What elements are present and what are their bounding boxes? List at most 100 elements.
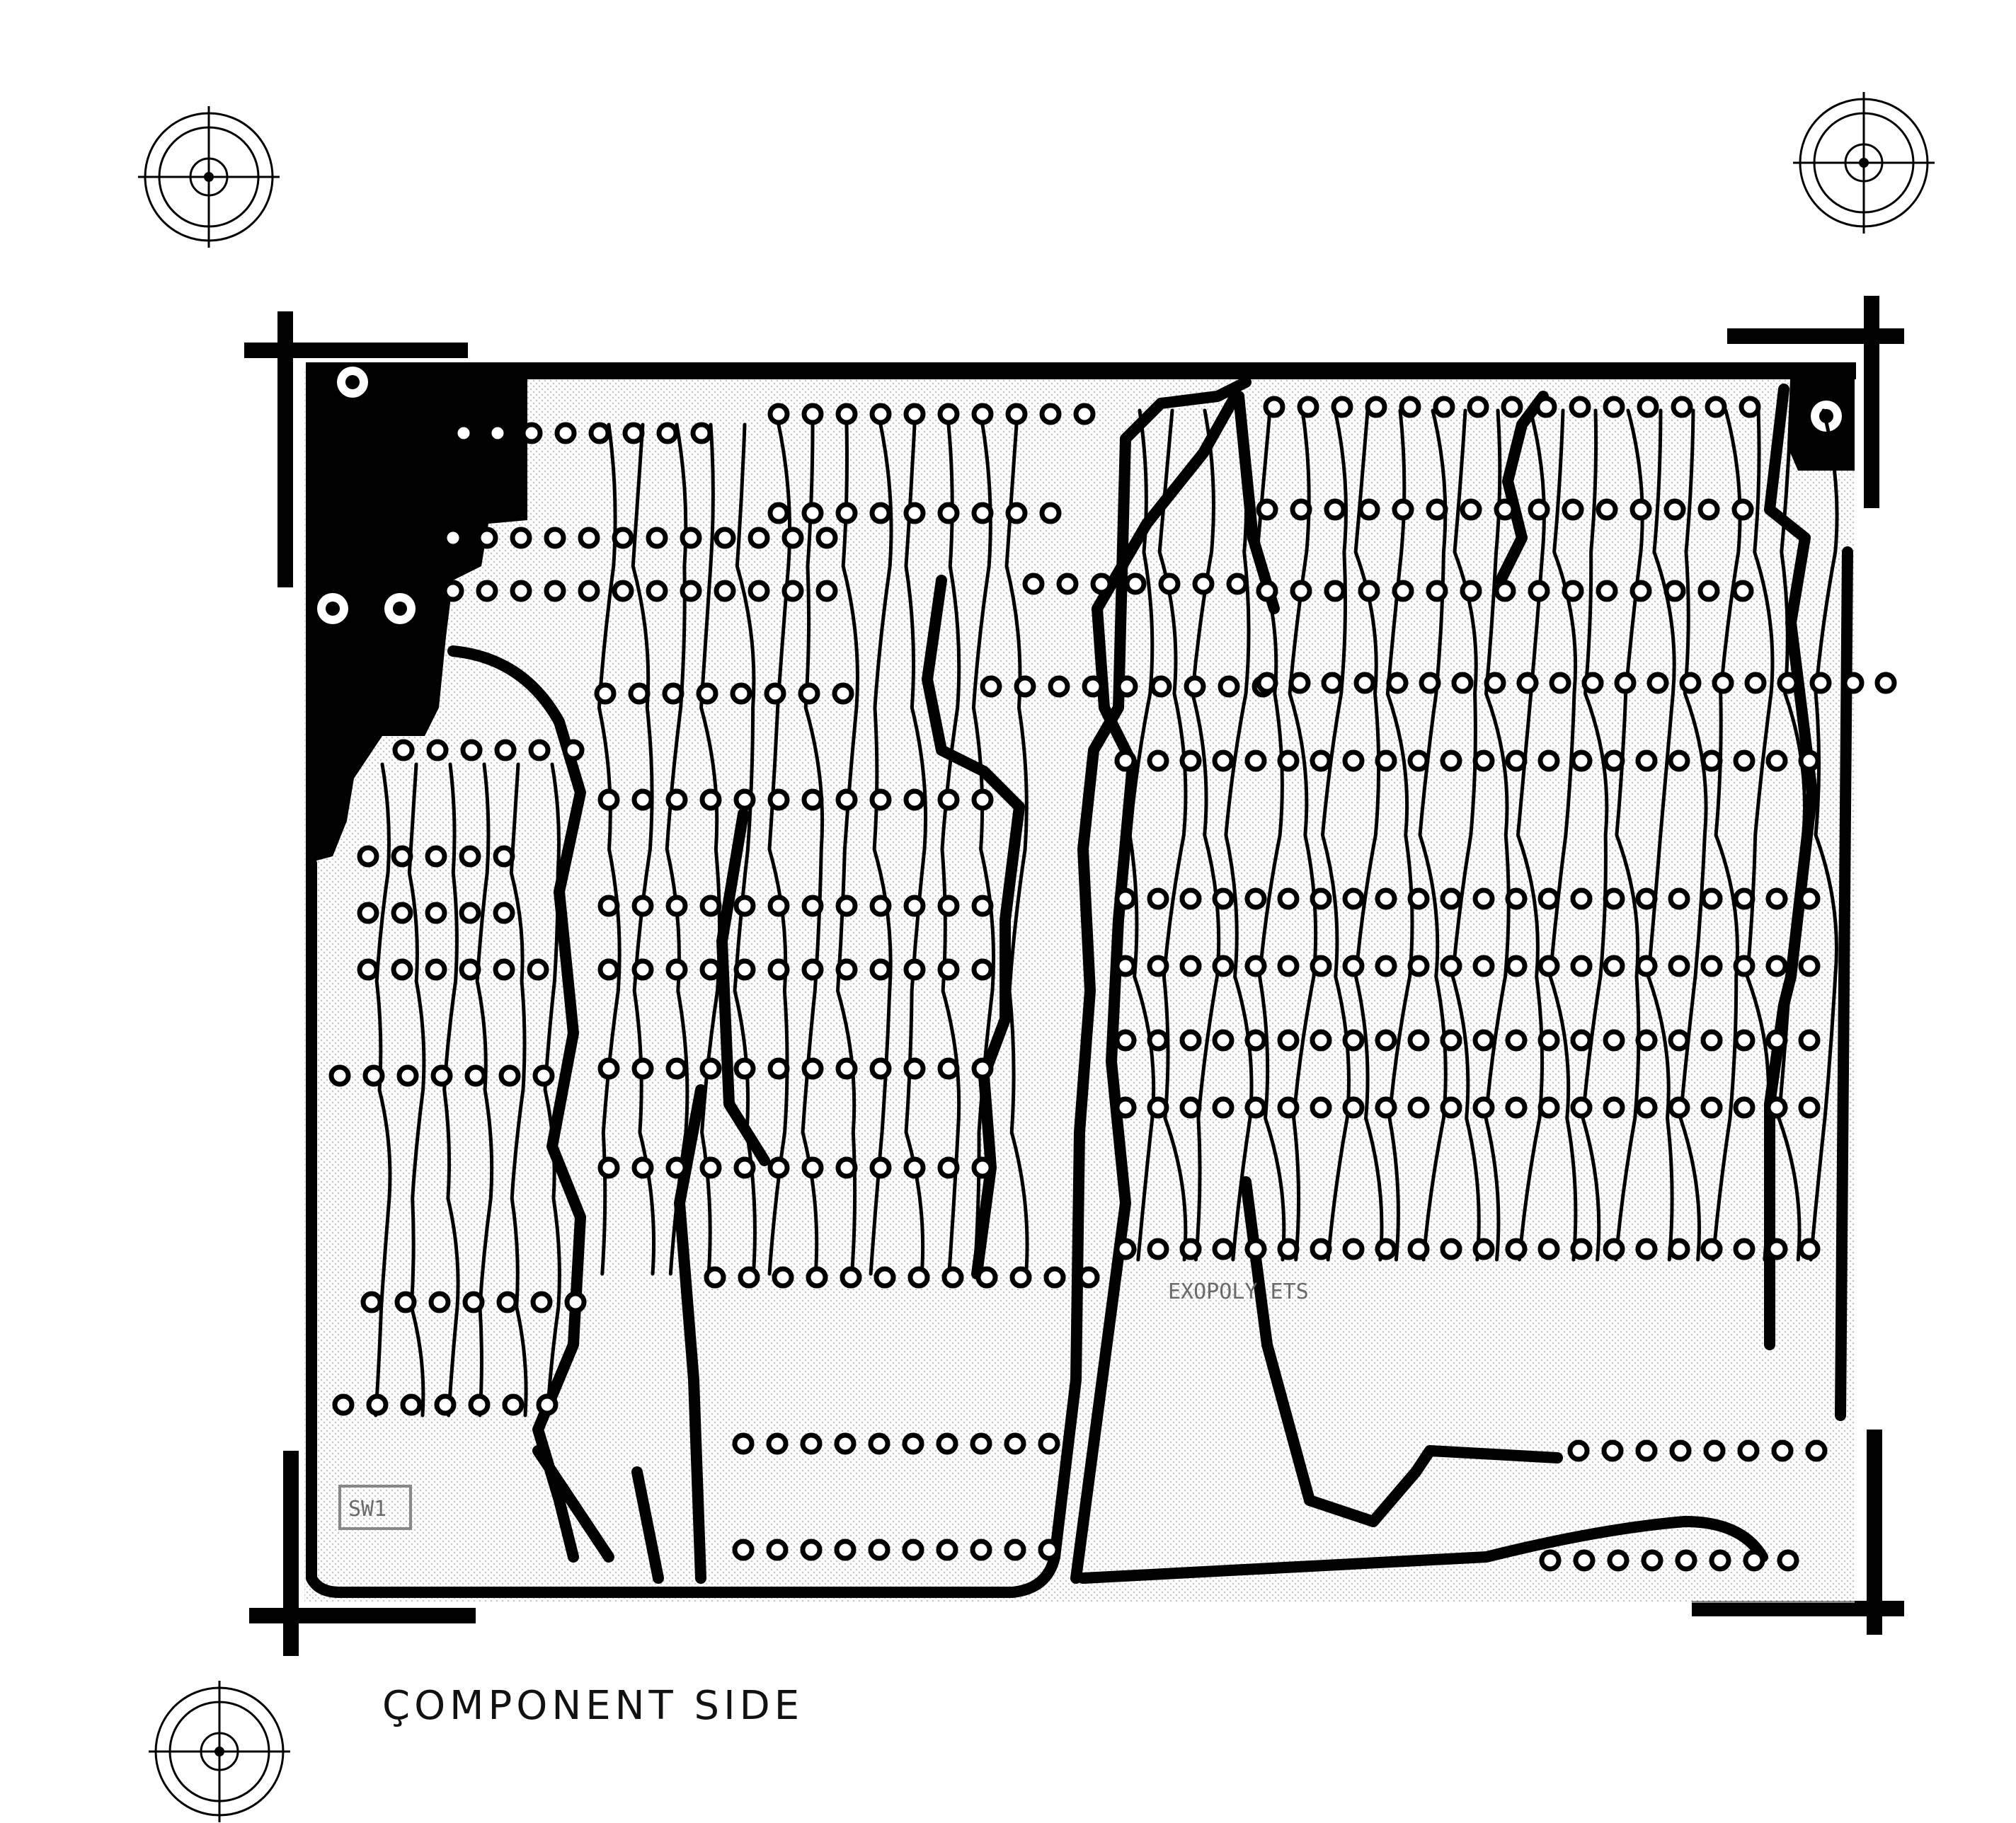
- pad: [835, 895, 858, 917]
- pad: [1697, 498, 1720, 521]
- pad: [1635, 1238, 1658, 1260]
- trace: [1614, 408, 1644, 1262]
- pad: [1709, 1549, 1731, 1572]
- pad: [1733, 749, 1756, 772]
- pad: [1537, 955, 1560, 977]
- pad: [1842, 672, 1865, 694]
- pad: [631, 958, 654, 981]
- pad: [1798, 1029, 1821, 1052]
- pad: [1570, 1096, 1593, 1119]
- pad: [1700, 749, 1723, 772]
- pad: [971, 403, 994, 425]
- pad: [1744, 672, 1767, 694]
- pad: [562, 739, 585, 761]
- pad: [588, 422, 611, 444]
- pad: [1700, 887, 1723, 910]
- pad: [834, 1432, 857, 1455]
- pad: [903, 895, 926, 917]
- component-pads: [328, 396, 1897, 1572]
- pad: [1419, 672, 1441, 694]
- pad: [1212, 955, 1235, 977]
- pad: [1179, 1096, 1202, 1119]
- pad: [1147, 749, 1169, 772]
- pad: [1679, 672, 1702, 694]
- pad: [970, 1539, 992, 1561]
- pad: [1022, 573, 1045, 595]
- pad: [1114, 749, 1137, 772]
- pad: [554, 422, 577, 444]
- pad: [1244, 955, 1267, 977]
- pad: [1596, 498, 1618, 521]
- pad: [1342, 749, 1365, 772]
- crop-mark-bottom-left: [249, 1451, 476, 1656]
- board-side-caption: ÇOMPONENT SIDE: [382, 1683, 804, 1729]
- pad: [733, 958, 756, 981]
- pad: [462, 1291, 485, 1313]
- pad: [1038, 1539, 1060, 1561]
- pad: [459, 845, 481, 868]
- pad: [1375, 955, 1397, 977]
- pad: [1731, 498, 1754, 521]
- pad: [1277, 1096, 1300, 1119]
- pad: [646, 527, 668, 549]
- pad: [1150, 675, 1172, 698]
- pad: [1733, 887, 1756, 910]
- pad: [1549, 672, 1571, 694]
- pad: [1494, 498, 1516, 521]
- pad: [800, 1539, 823, 1561]
- trace: [1809, 408, 1839, 1262]
- pad: [1798, 887, 1821, 910]
- pad: [1310, 887, 1332, 910]
- pad: [1603, 749, 1625, 772]
- pad: [665, 958, 688, 981]
- pad: [1603, 396, 1625, 418]
- pad: [1407, 1029, 1430, 1052]
- silkscreen: SW1 EXOPOLY ETS: [338, 1279, 1309, 1530]
- pad: [1537, 749, 1560, 772]
- pad: [1147, 887, 1169, 910]
- pad: [806, 1266, 828, 1289]
- pad: [732, 1432, 755, 1455]
- trace: [1288, 408, 1318, 1262]
- pad: [1433, 396, 1455, 418]
- pad: [1607, 1549, 1630, 1572]
- registration-mark-top-right: [1793, 92, 1935, 234]
- pad: [1440, 887, 1462, 910]
- pad: [493, 845, 515, 868]
- pad: [597, 1057, 620, 1080]
- pad: [476, 527, 498, 549]
- pad: [903, 1156, 926, 1179]
- pad: [738, 1266, 760, 1289]
- trace: [1157, 408, 1188, 1262]
- pad: [835, 1057, 858, 1080]
- pad: [834, 1539, 857, 1561]
- pad: [460, 739, 483, 761]
- pad: [903, 958, 926, 981]
- trace: [1646, 408, 1676, 1262]
- pad: [434, 1393, 457, 1416]
- pad: [1039, 403, 1062, 425]
- pad: [502, 1393, 525, 1416]
- trace: [1191, 408, 1221, 1262]
- pad: [1484, 672, 1506, 694]
- pad: [690, 422, 713, 444]
- pad: [1472, 955, 1495, 977]
- pad: [937, 1156, 960, 1179]
- pad: [798, 682, 820, 705]
- pad: [1874, 672, 1897, 694]
- pad: [772, 1266, 794, 1289]
- pad: [1700, 1238, 1723, 1260]
- pad: [1077, 1266, 1100, 1289]
- pad: [366, 1393, 389, 1416]
- pad: [937, 958, 960, 981]
- pad: [1256, 672, 1278, 694]
- pad: [835, 403, 858, 425]
- pad: [971, 502, 994, 524]
- pad: [1603, 1238, 1625, 1260]
- pad: [1703, 1439, 1726, 1462]
- pad: [459, 902, 481, 924]
- pad: [468, 1393, 491, 1416]
- pad: [1147, 1029, 1169, 1052]
- pad: [1014, 675, 1036, 698]
- pad: [1777, 672, 1799, 694]
